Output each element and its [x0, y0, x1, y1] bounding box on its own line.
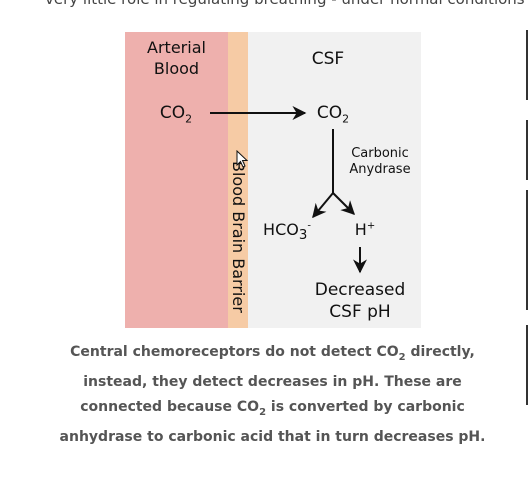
adjacent-panel-edge: [526, 30, 528, 100]
adjacent-panel-edge: [526, 190, 528, 310]
figure-caption: Central chemoreceptors do not detect CO2…: [59, 344, 486, 446]
reaction-arrows: [210, 106, 367, 274]
carbonic-anhydrase-label: Carbonic Anydrase: [349, 146, 411, 177]
csf-panel: [248, 32, 421, 328]
adjacent-panel-edge: [526, 325, 528, 405]
blood-brain-barrier-panel: [228, 32, 248, 328]
blood-brain-barrier-label: Blood Brain Barrier: [229, 161, 248, 313]
adjacent-panel-edge: [526, 120, 528, 180]
hco3-branch-arrow: [312, 192, 334, 219]
bicarbonate-label: HCO3-: [263, 220, 311, 244]
hplus-branch-arrow: [332, 192, 355, 215]
chemoreceptor-diagram: Arterial Blood CSF CO2 CO2 Carbonic Anyd…: [125, 32, 421, 328]
csf-label: CSF: [311, 49, 345, 69]
co2-csf-label: CO2: [316, 103, 350, 126]
preceding-text-line: very little role in regulating breathing…: [45, 0, 528, 8]
cursor-arrow-icon: [236, 150, 249, 168]
arterial-blood-label: Arterial Blood: [147, 38, 206, 78]
hydrogen-ion-label: H+: [354, 220, 376, 239]
co2-blood-label: CO2: [159, 103, 193, 126]
arterial-blood-panel: [125, 32, 228, 328]
decreased-csf-ph-label: Decreased CSF pH: [314, 280, 406, 322]
